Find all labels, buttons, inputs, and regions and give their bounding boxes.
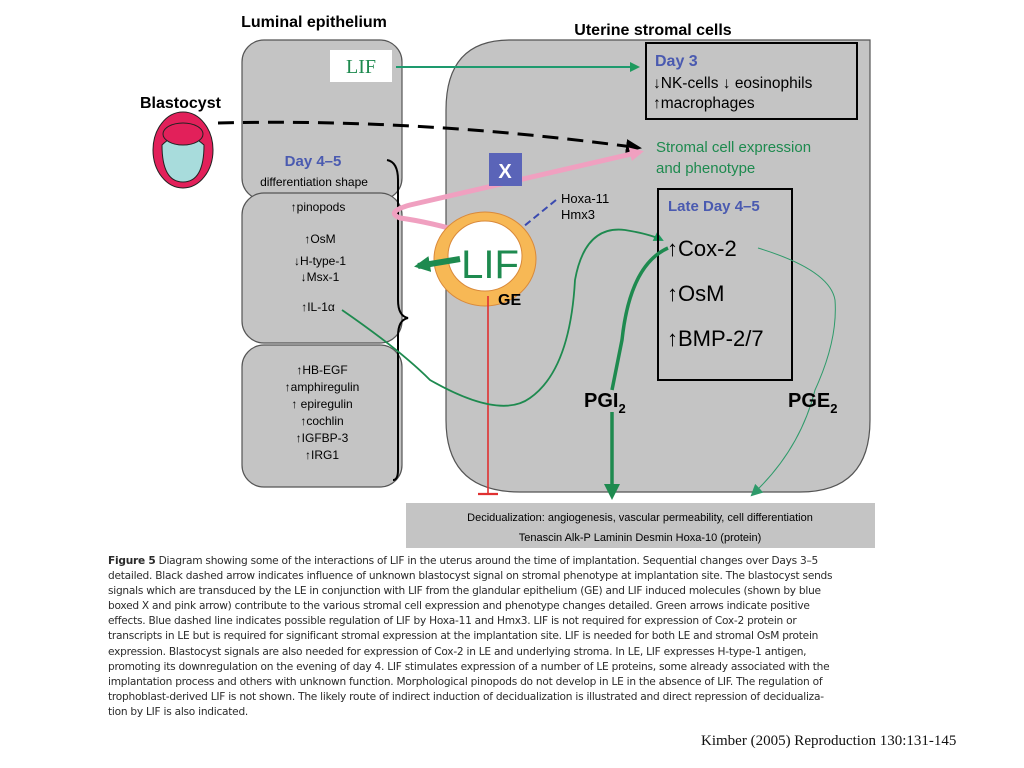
pge2-subscript: 2: [830, 401, 837, 416]
hoxa11-label: Hoxa-11: [561, 191, 609, 206]
bmp27-label: ↑BMP-2/7: [667, 326, 764, 351]
caption-line: expression. Blastocyst signals are also …: [108, 645, 807, 658]
pgi2-base: PGI: [584, 390, 618, 412]
late-day45-title: Late Day 4–5: [668, 198, 760, 215]
caption-line: tion by LIF is also indicated.: [108, 705, 249, 718]
pgi2-thick-arrow: [610, 246, 669, 391]
decidualization-line2: Tenascin Alk-P Laminin Desmin Hoxa-10 (p…: [519, 532, 762, 544]
pinopods-label: ↑pinopods: [291, 200, 346, 214]
htype1-label: ↓H-type-1: [294, 254, 346, 268]
citation: Kimber (2005) Reproduction 130:131-145: [701, 733, 957, 749]
igfbp3-label: ↑IGFBP-3: [296, 431, 349, 445]
day3-title: Day 3: [655, 53, 698, 70]
caption-line: transcripts in LE but is required for si…: [108, 630, 819, 643]
epiregulin-label: ↑ epiregulin: [291, 397, 352, 411]
figure-label: Figure 5: [108, 555, 156, 567]
caption-line: signals which are transduced by the LE i…: [108, 585, 821, 598]
blastocyst-icon: [152, 111, 214, 189]
blastocyst-title: Blastocyst: [140, 95, 222, 112]
irg1-label: ↑IRG1: [305, 448, 339, 462]
hbegf-label: ↑HB-EGF: [296, 363, 347, 377]
caption-line: trophoblast-derived LIF is not shown. Th…: [108, 690, 824, 703]
luminal-box-middle: [241, 192, 403, 344]
pgi2-subscript: 2: [618, 401, 625, 416]
caption-line-text: Diagram showing some of the interactions…: [155, 555, 819, 567]
lif-uterus-diagram: Luminal epithelium Uterine stromal cells…: [140, 14, 875, 548]
stromal-expression-line1: Stromal cell expression: [656, 139, 811, 156]
osm-luminal-label: ↑OsM: [304, 232, 335, 246]
hmx3-label: Hmx3: [561, 207, 595, 222]
day3-line1: ↓NK-cells ↓ eosinophils: [653, 75, 813, 92]
glandular-epithelium: [433, 211, 537, 307]
day3-line2: ↑macrophages: [653, 95, 755, 112]
decidualization-line1: Decidualization: angiogenesis, vascular …: [467, 512, 813, 524]
late-day45-box: [657, 188, 793, 381]
caption-line: effects. Blue dashed line indicates poss…: [108, 615, 797, 628]
msx1-label: ↓Msx-1: [301, 270, 340, 284]
luminal-lif-box: [330, 50, 392, 82]
x-box: [489, 153, 522, 186]
il1a-to-cox2-arrow: [341, 228, 664, 407]
caption-line: detailed. Black dashed arrow indicates i…: [108, 570, 833, 583]
grouping-bracket: [386, 159, 409, 481]
pge2-base: PGE: [788, 390, 830, 412]
differentiation-shape-label: differentiation shape: [260, 175, 368, 189]
il1a-label: ↑IL-1α: [301, 300, 335, 314]
figure-caption: Figure 5 Diagram showing some of the int…: [108, 554, 908, 720]
lif-to-luminal-green-arrow: [414, 256, 461, 272]
stromal-expression-line2: and phenotype: [656, 160, 755, 177]
cox2-label: ↑Cox-2: [667, 236, 737, 261]
caption-line: implantation process and others with unk…: [108, 675, 823, 688]
pgi2-label: PGI2: [584, 390, 626, 416]
blastocyst-signal-dashed-arrow: [217, 120, 642, 154]
amphiregulin-label: ↑amphiregulin: [285, 380, 360, 394]
day3-box: [645, 42, 858, 120]
caption-line: Figure 5 Diagram showing some of the int…: [108, 554, 908, 569]
luminal-lif-label: LIF: [346, 56, 376, 78]
pge2-thin-arrow: [750, 247, 836, 497]
uterine-stromal-title: Uterine stromal cells: [574, 22, 732, 39]
cochlin-label: ↑cochlin: [300, 414, 343, 428]
caption-line: promoting its downregulation on the even…: [108, 660, 830, 673]
osm-stromal-label: ↑OsM: [667, 281, 724, 306]
pink-induced-molecules-arrow: [391, 147, 644, 237]
ge-label: GE: [498, 292, 521, 309]
decidualization-bar: [406, 503, 875, 548]
luminal-epithelium-title: Luminal epithelium: [241, 14, 387, 31]
caption-line: boxed X and pink arrow) contribute to th…: [108, 600, 810, 613]
pge2-label: PGE2: [788, 390, 837, 416]
day45-label: Day 4–5: [285, 153, 342, 170]
gland-lif-label: LIF: [461, 243, 519, 287]
luminal-box-bottom: [241, 344, 403, 488]
x-box-label: X: [498, 161, 512, 183]
